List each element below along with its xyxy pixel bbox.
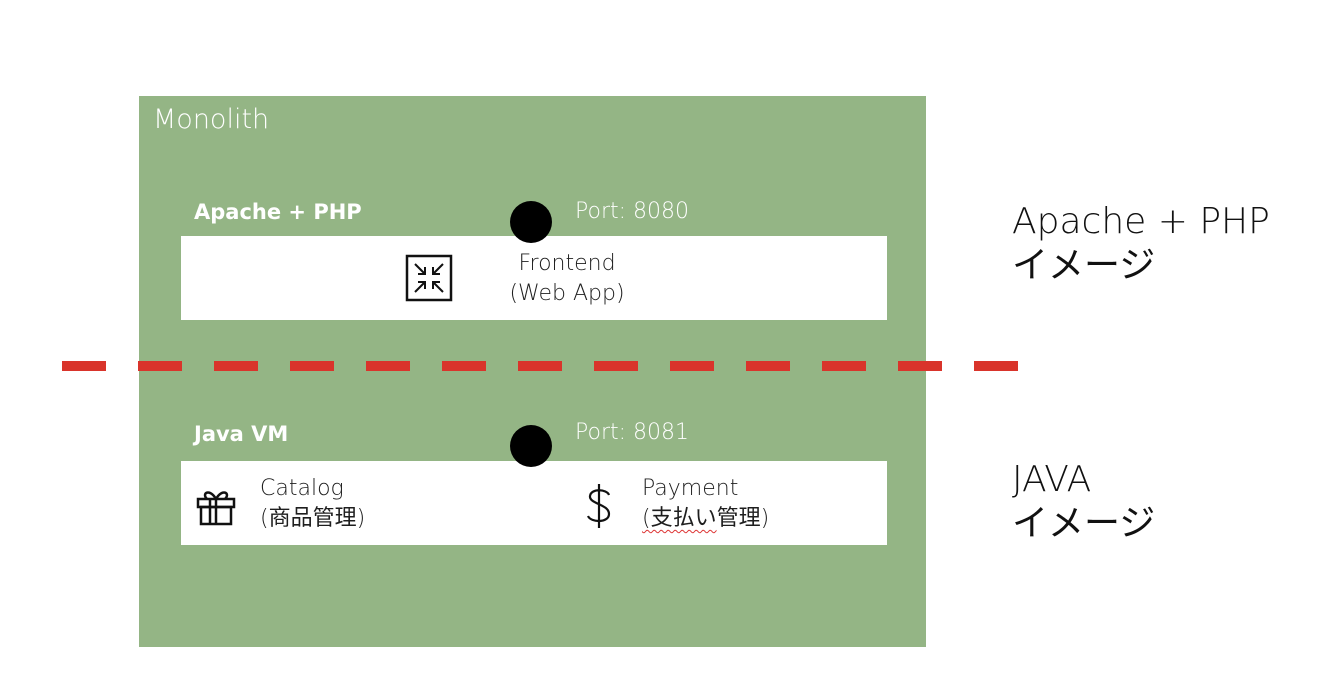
port-8081-label: Port: 8081 bbox=[575, 420, 690, 445]
java-image-line2: イメージ bbox=[1012, 503, 1156, 544]
payment-service-detail: (支払い管理) bbox=[642, 504, 769, 534]
payment-detail-marked: (支払い bbox=[642, 506, 717, 531]
catalog-service-detail: (商品管理) bbox=[260, 506, 366, 531]
payment-service-label: Payment (支払い管理) bbox=[642, 474, 769, 534]
catalog-service-label: Catalog (商品管理) bbox=[260, 474, 365, 534]
payment-detail-rest: 管理) bbox=[716, 506, 770, 531]
java-image-label: JAVA イメージ bbox=[1012, 458, 1155, 546]
frontend-service-label: Frontend (Web App) bbox=[487, 249, 647, 309]
port-8080-dot bbox=[510, 201, 552, 243]
image-split-divider bbox=[62, 361, 1022, 371]
java-vm-label: Java VM bbox=[194, 422, 289, 446]
port-8081-dot bbox=[510, 425, 552, 467]
arrows-collapse-icon bbox=[405, 254, 453, 302]
catalog-service-name: Catalog bbox=[260, 476, 344, 501]
dollar-icon bbox=[586, 484, 611, 528]
port-8080-label: Port: 8080 bbox=[575, 199, 690, 224]
apache-php-image-line1: Apache + PHP bbox=[1012, 201, 1270, 242]
monolith-container bbox=[139, 96, 926, 647]
frontend-service-name: Frontend bbox=[518, 251, 616, 276]
payment-service-name: Payment bbox=[642, 476, 739, 501]
java-image-line1: JAVA bbox=[1012, 459, 1092, 500]
gift-icon bbox=[196, 491, 236, 526]
apache-php-image-label: Apache + PHP イメージ bbox=[1012, 200, 1270, 288]
monolith-title: Monolith bbox=[153, 104, 270, 135]
apache-php-image-line2: イメージ bbox=[1012, 245, 1156, 286]
frontend-box bbox=[181, 236, 887, 320]
backend-box bbox=[181, 461, 887, 545]
frontend-service-detail: (Web App) bbox=[509, 281, 625, 306]
apache-php-label: Apache + PHP bbox=[194, 200, 362, 224]
